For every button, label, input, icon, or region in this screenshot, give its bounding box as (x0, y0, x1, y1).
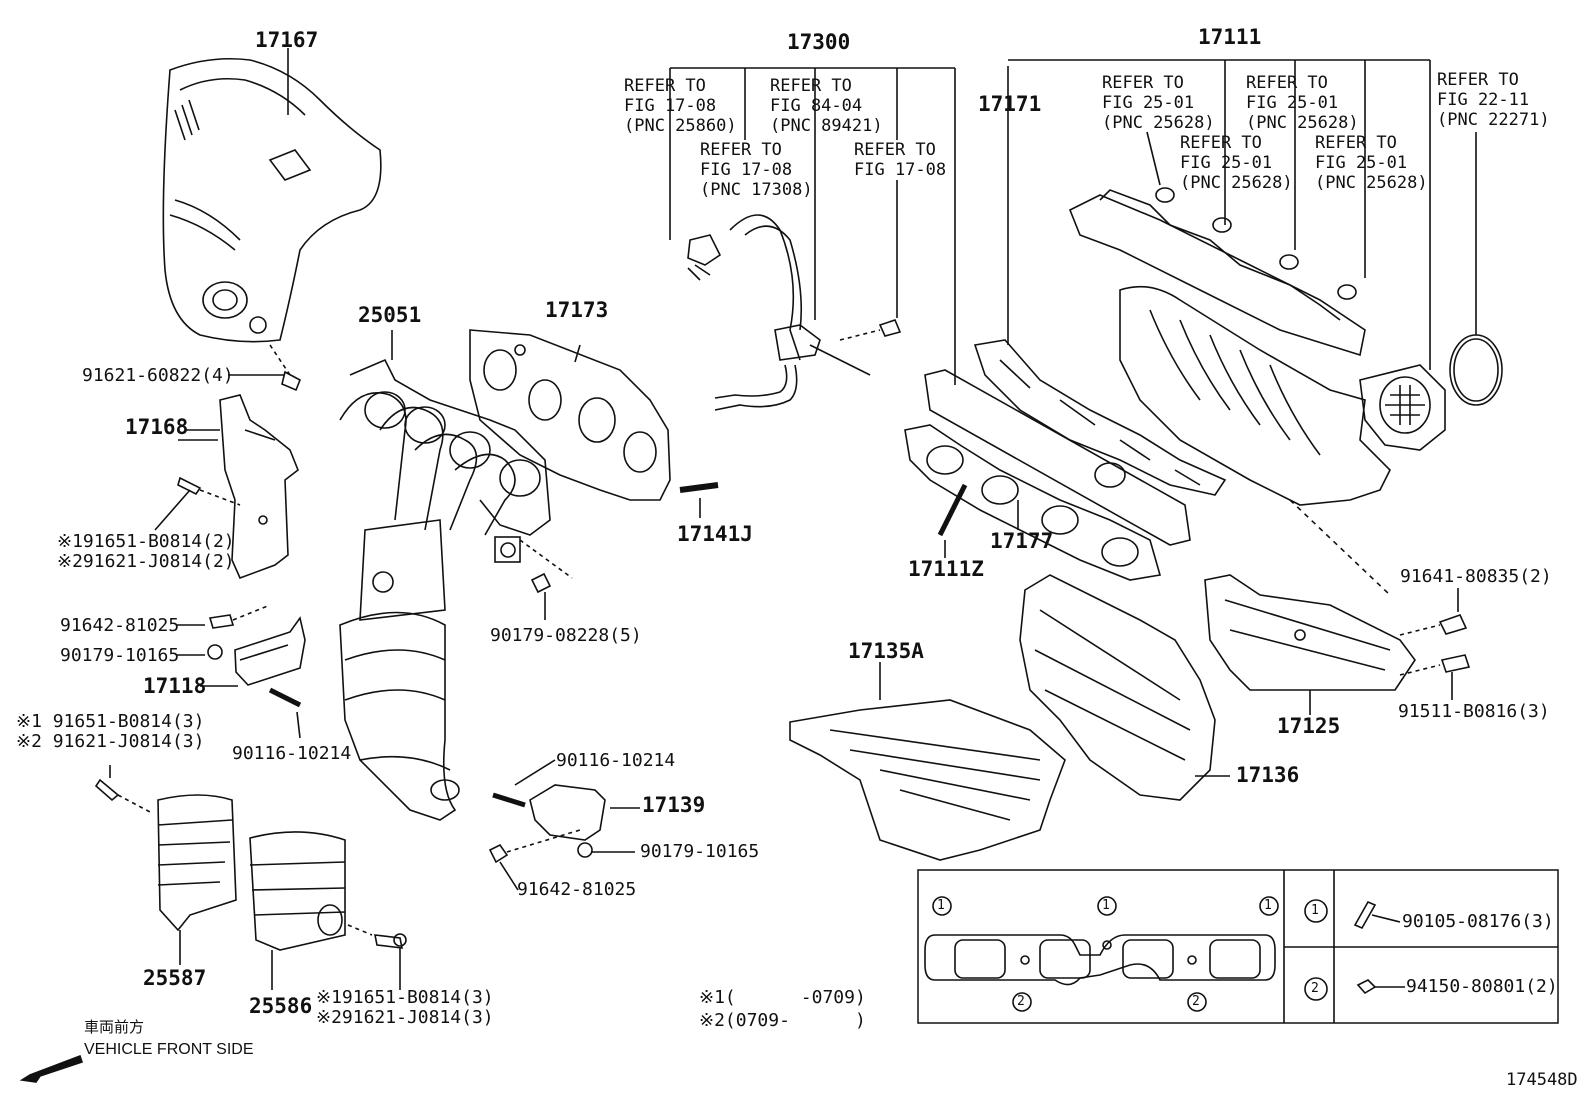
refer-fig-17-08[interactable]: REFER TO FIG 17-08 (854, 140, 947, 180)
gasket-legend-box (917, 869, 1559, 1024)
part-91511-b0816-label[interactable]: 91511-B0816(3) (1398, 701, 1550, 722)
part-17118-label[interactable]: 17118 (143, 674, 207, 698)
part-25586-label[interactable]: 25586 (249, 994, 313, 1018)
heat-insulator-25586-shape (249, 831, 407, 990)
bolt-91621-60822-shape (228, 344, 302, 392)
legend-marker-1a: 1 (937, 898, 945, 913)
heat-insulator-25587-shape (94, 765, 237, 965)
part-90179-10165-b-label[interactable]: 90179-10165 (640, 841, 760, 862)
note-1: ※1( -0709) (699, 987, 866, 1008)
legend-marker-2b: 2 (1192, 994, 1200, 1009)
nut-90179-08228-shape (519, 539, 573, 620)
o-ring-22271-shape (1449, 132, 1503, 406)
refer-fig-25-01-b[interactable]: REFER TO FIG 25-01 (PNC 25628) (1246, 73, 1359, 133)
part-291621-j0814-3-label[interactable]: ※291621-J0814(3) (316, 1007, 494, 1028)
part-91642-81025-label[interactable]: 91642-81025 (60, 615, 180, 636)
hose-17300-shape (669, 67, 956, 411)
bracket-17139-shape (488, 759, 640, 891)
bolts-17125-shape (1399, 588, 1471, 700)
part-90179-08228-label[interactable]: 90179-08228(5) (490, 625, 642, 646)
bracket-17118-shape (176, 604, 306, 739)
part-17168-label[interactable]: 17168 (125, 415, 189, 439)
refer-fig-22-11[interactable]: REFER TO FIG 22-11 (PNC 22271) (1437, 70, 1550, 130)
part-291621-j0814-2-label[interactable]: ※291621-J0814(2) (57, 551, 235, 572)
part-17136-label[interactable]: 17136 (1236, 763, 1300, 787)
insulator-17136-shape (1019, 574, 1230, 801)
gasket-17171-shape (973, 66, 1227, 496)
gasket-17173-shape (469, 329, 671, 501)
part-25587-label[interactable]: 25587 (143, 966, 207, 990)
refer-fig-25-01-a[interactable]: REFER TO FIG 25-01 (PNC 25628) (1102, 73, 1215, 133)
heat-insulator-17167-shape (162, 58, 382, 343)
part-17111z-label[interactable]: 17111Z (908, 557, 984, 581)
insulator-17135a-shape (789, 662, 1066, 861)
part-2-91621-j0814-3-label[interactable]: ※2 91621-J0814(3) (16, 731, 205, 752)
part-90116-10214-label[interactable]: 90116-10214 (232, 743, 352, 764)
part-17171-label[interactable]: 17171 (978, 92, 1042, 116)
part-17125-label[interactable]: 17125 (1277, 714, 1341, 738)
bracket-17168-shape (154, 394, 299, 580)
part-90179-10165-label[interactable]: 90179-10165 (60, 645, 180, 666)
part-17173-label[interactable]: 17173 (545, 298, 609, 322)
legend-key-marker-1: 1 (1311, 903, 1319, 918)
part-91642-81025-b-label[interactable]: 91642-81025 (517, 879, 637, 900)
refer-fig-25-01-c[interactable]: REFER TO FIG 25-01 (PNC 25628) (1180, 133, 1293, 193)
part-17300-label[interactable]: 17300 (787, 30, 851, 54)
refer-fig-17-08-17308[interactable]: REFER TO FIG 17-08 (PNC 17308) (700, 140, 813, 200)
part-17141j-label[interactable]: 17141J (677, 522, 753, 546)
part-191651-b0814-3-label[interactable]: ※191651-B0814(3) (316, 987, 494, 1008)
diagram-id: 174548D (1506, 1070, 1578, 1090)
legend-marker-1c: 1 (1264, 898, 1272, 913)
part-91641-80835-label[interactable]: 91641-80835(2) (1400, 566, 1552, 587)
vehicle-front-jp-label: 車両前方 (84, 1018, 145, 1036)
note-2: ※2(0709- ) (699, 1010, 866, 1031)
part-94150-80801-label[interactable]: 94150-80801(2) (1406, 976, 1558, 997)
vehicle-front-arrow-icon (19, 1054, 84, 1083)
legend-key-marker-2: 2 (1311, 981, 1319, 996)
part-17139-label[interactable]: 17139 (642, 793, 706, 817)
part-191651-b0814-2-label[interactable]: ※191651-B0814(2) (57, 531, 235, 552)
refer-fig-84-04-89421[interactable]: REFER TO FIG 84-04 (PNC 89421) (770, 76, 883, 136)
legend-marker-1b: 1 (1102, 898, 1110, 913)
part-91621-60822-label[interactable]: 91621-60822(4) (82, 365, 234, 386)
insulator-17125-shape (1204, 574, 1416, 715)
exhaust-manifold-25051-shape (339, 330, 551, 821)
part-17135a-label[interactable]: 17135A (848, 639, 924, 663)
part-90116-10214-b-label[interactable]: 90116-10214 (556, 750, 676, 771)
part-25051-label[interactable]: 25051 (358, 303, 422, 327)
stud-17141j-shape (679, 482, 719, 518)
refer-fig-17-08-25860[interactable]: REFER TO FIG 17-08 (PNC 25860) (624, 76, 737, 136)
gasket-17177-shape (904, 369, 1191, 581)
vehicle-front-label: VEHICLE FRONT SIDE (84, 1041, 254, 1058)
part-17167-label[interactable]: 17167 (255, 28, 319, 52)
legend-marker-2a: 2 (1017, 994, 1025, 1009)
refer-fig-25-01-d[interactable]: REFER TO FIG 25-01 (PNC 25628) (1315, 133, 1428, 193)
intake-manifold-17111-shape (1008, 59, 1446, 596)
part-90105-08176-label[interactable]: 90105-08176(3) (1402, 911, 1554, 932)
part-17111-label[interactable]: 17111 (1198, 25, 1262, 49)
part-17177-label[interactable]: 17177 (990, 529, 1054, 553)
part-1-91651-b0814-3-label[interactable]: ※1 91651-B0814(3) (16, 711, 205, 732)
